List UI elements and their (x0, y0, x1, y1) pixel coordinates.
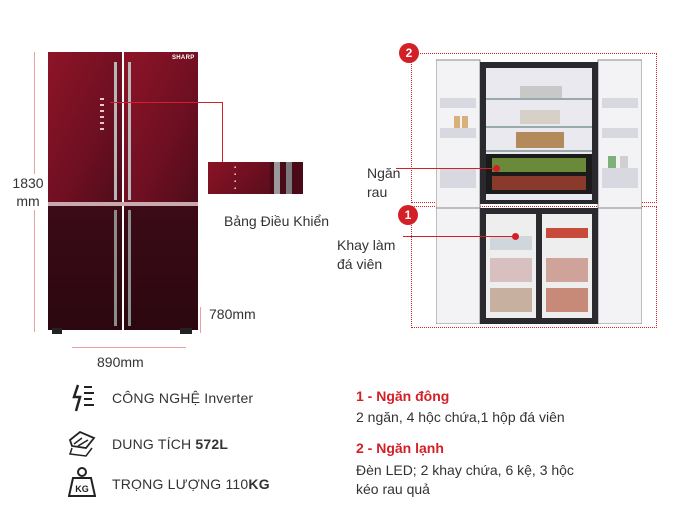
ice-tray-pointer (403, 236, 515, 237)
vegetable-drawer-pointer (396, 168, 496, 169)
freezer-compartment-badge: 1 (398, 205, 418, 225)
depth-dimension-label: 780mm (209, 306, 256, 322)
width-dimension-line (72, 347, 186, 348)
compartment-fridge-desc: Đèn LED; 2 khay chứa, 6 kệ, 3 hộc kéo ra… (356, 462, 574, 497)
fridge-open-illustration (435, 59, 643, 325)
control-panel-buttons: ▪▪▪▪ (234, 165, 237, 192)
fridge-compartment-badge: 2 (399, 43, 419, 63)
spec-capacity: DUNG TÍCH 572L (66, 428, 326, 460)
spec-capacity-value: 572L (195, 436, 229, 452)
ice-tray-label: Khay làm đá viên (337, 237, 396, 272)
spec-inverter-label: CÔNG NGHỆ Inverter (112, 390, 254, 406)
spec-capacity-label: DUNG TÍCH (112, 436, 196, 452)
compartment-freezer: 1 - Ngăn đông 2 ngăn, 4 hộc chứa,1 hộp đ… (356, 388, 676, 425)
fridge-front-illustration (48, 52, 198, 334)
control-panel-leader (110, 102, 222, 103)
depth-dimension-line (200, 307, 201, 333)
weight-icon-text: KG (75, 484, 89, 494)
fridge-front-view (48, 52, 198, 334)
control-panel-leader-vertical (222, 102, 223, 162)
brand-logo: SHARP (172, 55, 195, 61)
compartment-freezer-desc: 2 ngăn, 4 hộc chứa,1 hộp đá viên (356, 409, 565, 425)
fridge-open-view (435, 58, 643, 325)
control-panel-caption: Bảng Điều Khiển (224, 213, 330, 229)
vegetable-drawer-dot (493, 165, 500, 172)
spec-weight: KG TRỌNG LƯỢNG 110KG (68, 466, 328, 500)
capacity-icon (68, 430, 96, 457)
height-value: 1830 (12, 175, 44, 191)
height-dimension-label: 1830 mm (8, 174, 48, 210)
compartment-freezer-title: 1 - Ngăn đông (356, 388, 450, 404)
height-unit: mm (16, 193, 40, 209)
inverter-icon (72, 384, 94, 412)
spec-weight-value: KG (248, 476, 270, 492)
freezer-compartment-box (411, 206, 657, 328)
spec-weight-label: TRỌNG LƯỢNG 110 (112, 476, 249, 492)
control-panel-zoom: ▪▪▪▪ (208, 162, 303, 194)
weight-icon (68, 467, 96, 497)
width-dimension-label: 890mm (97, 354, 144, 370)
spec-inverter: CÔNG NGHỆ Inverter (70, 383, 330, 415)
compartment-fridge: 2 - Ngăn lạnh Đèn LED; 2 khay chứa, 6 kệ… (356, 440, 676, 499)
vegetable-drawer-label: Ngăn rau (367, 165, 401, 200)
compartment-fridge-title: 2 - Ngăn lạnh (356, 440, 444, 456)
ice-tray-dot (512, 233, 519, 240)
